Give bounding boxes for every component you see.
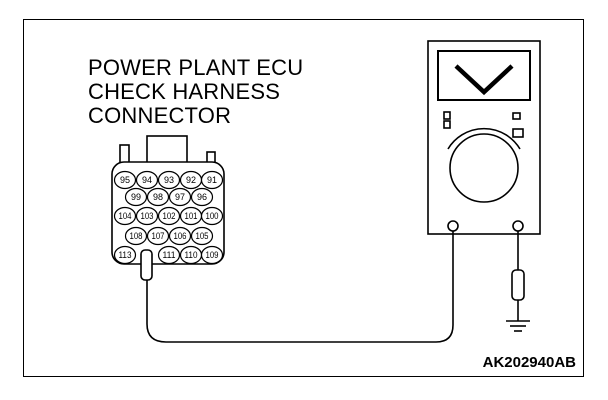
- pin-label-102: 102: [163, 211, 176, 221]
- pin-label-105: 105: [196, 231, 209, 241]
- pin-label-95: 95: [120, 175, 130, 185]
- pin-circle-100: [200, 206, 224, 226]
- pin-label-97: 97: [175, 192, 185, 202]
- pin-circle-113: [113, 245, 137, 265]
- selector-dial: [449, 133, 519, 203]
- pin-circle-107: [146, 226, 170, 246]
- diagram-frame: [23, 19, 584, 377]
- pin-circle-105: [190, 226, 214, 246]
- pin-circle-111: [157, 245, 181, 265]
- pin-label-109: 109: [206, 250, 219, 260]
- pin-circle-104: [113, 206, 137, 226]
- pin-label-94: 94: [142, 175, 152, 185]
- ground-icon: [506, 320, 530, 332]
- pin-circle-109: [200, 245, 224, 265]
- voltmeter-body: [427, 40, 541, 235]
- voltmeter-button-3: [512, 112, 521, 120]
- connector-title: POWER PLANT ECU CHECK HARNESS CONNECTOR: [88, 56, 303, 128]
- probe-icon: [140, 249, 153, 281]
- voltmeter-button-2: [443, 120, 451, 129]
- title-line-1: POWER PLANT ECU: [88, 55, 304, 80]
- terminal-negative: [512, 220, 524, 232]
- ground-clip: [511, 269, 525, 301]
- pin-circle-95: [113, 170, 137, 190]
- pin-circle-106: [168, 226, 192, 246]
- pin-circle-102: [157, 206, 181, 226]
- pin-label-108: 108: [130, 231, 143, 241]
- pin-circle-97: [168, 187, 192, 207]
- voltage-symbol: [454, 64, 514, 96]
- connector-pins: 95 94 93 92 91 99 98 97 96 104 103 102 101 100 108 107 1…: [113, 170, 224, 265]
- terminal-positive: [447, 220, 459, 232]
- connector-latch-center: [146, 135, 188, 164]
- voltmeter-button-4: [512, 128, 524, 138]
- title-line-2: CHECK HARNESS: [88, 79, 281, 104]
- pin-circle-99: [124, 187, 148, 207]
- voltmeter-button-1: [443, 111, 451, 120]
- pin-label-100: 100: [206, 211, 219, 221]
- dial-arc: [447, 127, 521, 150]
- pin-circle-98: [146, 187, 170, 207]
- pin-circle-103: [135, 206, 159, 226]
- pin-label-91: 91: [207, 175, 217, 185]
- connector-latch-left: [119, 144, 130, 164]
- diagram-code: AK202940AB: [482, 354, 576, 371]
- voltmeter-display: [437, 50, 531, 101]
- pin-label-113: 113: [119, 250, 132, 260]
- pin-label-103: 103: [141, 211, 154, 221]
- pin-label-107: 107: [152, 231, 165, 241]
- pin-label-98: 98: [153, 192, 163, 202]
- pin-circle-96: [190, 187, 214, 207]
- test-leads: [146, 231, 525, 343]
- pin-circle-94: [135, 170, 159, 190]
- pin-label-99: 99: [131, 192, 141, 202]
- title-line-3: CONNECTOR: [88, 103, 232, 128]
- pin-label-110: 110: [185, 250, 198, 260]
- pin-label-92: 92: [186, 175, 196, 185]
- voltmeter-icon: [427, 40, 541, 235]
- lead-positive: [146, 231, 454, 343]
- pin-label-96: 96: [197, 192, 207, 202]
- pin-label-104: 104: [119, 211, 132, 221]
- pin-label-111: 111: [163, 250, 176, 260]
- pin-circle-91: [200, 170, 224, 190]
- pin-label-93: 93: [164, 175, 174, 185]
- pin-label-106: 106: [174, 231, 187, 241]
- pin-label-101: 101: [185, 211, 198, 221]
- pin-circle-93: [157, 170, 181, 190]
- pin-circle-108: [124, 226, 148, 246]
